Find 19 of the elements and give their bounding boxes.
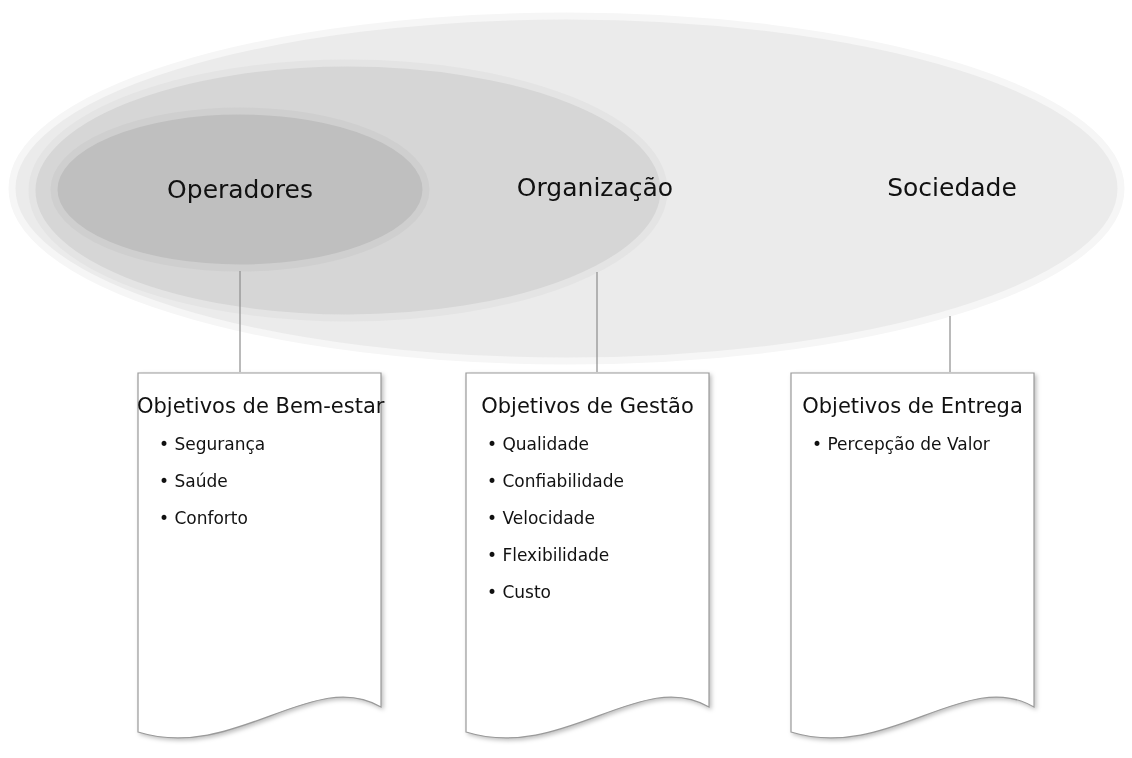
list-item: • Saúde — [159, 471, 229, 491]
list-item: • Custo — [487, 582, 552, 602]
list-item: • Confiabilidade — [487, 471, 625, 491]
group-label: Organização — [516, 172, 674, 202]
list-item: • Segurança — [159, 434, 266, 454]
list-item: • Conforto — [159, 508, 249, 528]
group-label: Operadores — [167, 174, 313, 204]
list-item: • Qualidade — [487, 434, 590, 454]
connector-line — [949, 315, 951, 373]
connector-line — [239, 270, 241, 373]
ellipse — [8, 12, 1125, 365]
group-label: Sociedade — [887, 172, 1017, 202]
list-item: • Percepção de Valor — [812, 434, 990, 454]
list-item: • Velocidade — [487, 508, 596, 528]
ellipse — [50, 107, 430, 272]
heading: Objetivos de Entrega — [801, 394, 1024, 418]
heading: Objetivos de Gestão — [480, 394, 695, 418]
connector-line — [596, 271, 598, 373]
list-item: • Flexibilidade — [487, 545, 611, 565]
